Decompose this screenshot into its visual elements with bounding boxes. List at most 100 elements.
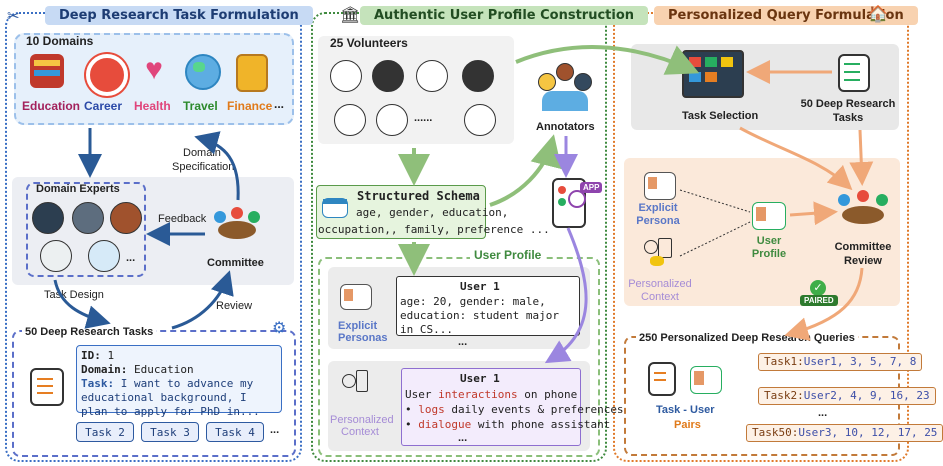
feedback-label: Feedback: [158, 213, 207, 225]
pair-clipboard-icon: [648, 362, 676, 396]
experts-box: [26, 182, 146, 277]
arrow-review: [171, 270, 234, 330]
annotators-label: Annotators: [536, 121, 595, 133]
books-icon: [30, 54, 64, 88]
middle-more: ...: [458, 336, 468, 348]
domain-travel: Travel: [183, 99, 218, 113]
user1-context-line: User interactions on phone: [405, 388, 578, 401]
context-bullet-1: • logs daily events & preferences: [405, 403, 624, 416]
expert-hiker-icon: [110, 202, 142, 234]
domain-career: Career: [84, 99, 123, 113]
pair-row-1: Task1:User1, 3, 5, 7, 8: [758, 353, 923, 371]
user1-context-title: User 1: [460, 372, 500, 385]
volunteer-5-icon: [334, 104, 366, 136]
volunteer-3-icon: [416, 60, 448, 92]
volunteer-7-icon: [464, 104, 496, 136]
experts-heading: Domain Experts: [36, 183, 120, 195]
user-profile-icon: [752, 202, 786, 230]
app-badge: APP: [580, 182, 603, 193]
pairs-label-1: Task - User: [656, 404, 715, 416]
task-3-button[interactable]: Task 3: [141, 422, 199, 442]
experts-more: ...: [126, 252, 136, 264]
user1-context-card: [401, 368, 581, 446]
user-profile-heading: User Profile: [470, 248, 546, 262]
persona-card-icon: [340, 284, 372, 310]
arrow-profile-to-committee: [789, 201, 838, 226]
schema-line-1: age, gender, education,: [356, 206, 509, 219]
deep-tasks-label: 50 Deep Research Tasks: [800, 98, 896, 124]
task-card-task: Task: I want to advance my educational b…: [81, 377, 260, 418]
task-card: [76, 345, 282, 413]
context-icon: [644, 238, 674, 268]
expert-graduate-icon: [32, 202, 64, 234]
explicit-persona-icon: [644, 172, 676, 200]
personalized-context-label: Personalized Context: [330, 414, 394, 438]
user-profile-box: [318, 257, 600, 457]
task-card-domain: Domain: Education: [81, 363, 194, 376]
personalized-context-label-right: Personalized Context: [628, 278, 692, 303]
volunteer-1-icon: [330, 60, 362, 92]
volunteers-heading: 25 Volunteers: [330, 36, 408, 50]
pair-user-icon: [690, 366, 722, 394]
volunteer-6-icon: [376, 104, 408, 136]
committee-icon: [214, 207, 260, 247]
arrow-committee-to-queries: [784, 267, 864, 341]
schema-title: Structured Schema: [357, 189, 480, 203]
expert-judge-icon: [40, 240, 72, 272]
domain-spec-label-2: Specification: [172, 161, 235, 173]
dotted-context-profile: [679, 221, 751, 257]
building-icon: 🏛: [340, 7, 361, 24]
target-briefcase-icon: [86, 54, 128, 96]
user-profile-label: User Profile: [751, 235, 787, 260]
globe-icon: [185, 54, 221, 90]
task-selection-label: Task Selection: [682, 110, 759, 122]
flow-arrows: [53, 45, 874, 364]
user1-profile-text: age: 20, gender: male, education: studen…: [400, 295, 559, 336]
tasks-heading: 50 Deep Research Tasks: [22, 326, 157, 338]
domain-education: Education: [22, 99, 81, 113]
task-more: ...: [270, 424, 280, 436]
arrow-task-design: [53, 279, 111, 329]
arrow-committee-spec: [194, 131, 240, 201]
user1-profile-card: [396, 276, 580, 336]
domain-finance: Finance: [227, 99, 273, 113]
task-2-button[interactable]: Task 2: [76, 422, 134, 442]
annotators-icon: [538, 63, 592, 113]
table-icon: [322, 198, 348, 218]
clipboard-icon: [30, 368, 64, 406]
volunteer-4-icon: [462, 60, 494, 92]
arrow-selection-to-committee: [739, 126, 853, 191]
domain-more: ...: [274, 97, 285, 111]
review-label: Review: [216, 300, 253, 312]
schema-line-2: occupation,, family, preference ...: [318, 223, 550, 236]
house-icon: 🏠: [868, 6, 888, 23]
heart-health-icon: ♥: [145, 53, 163, 86]
task-card-id: ID: 1: [81, 349, 115, 362]
committee-label: Committee: [207, 257, 264, 269]
committee-review-icon: [838, 190, 888, 230]
domains-heading: 10 Domains: [26, 34, 94, 48]
pair-row-2: Task2:User2, 4, 9, 16, 23: [758, 387, 936, 405]
coins-calculator-icon: [236, 54, 268, 92]
check-icon: ✓: [810, 280, 826, 296]
context-devices-icon: [342, 370, 374, 396]
tools-icon: ✂: [7, 8, 20, 25]
pairs-more: ...: [818, 407, 828, 419]
pair-row-3: Task50:User3, 10, 12, 17, 25: [746, 424, 943, 442]
user1-profile-title: User 1: [460, 280, 500, 293]
gears-icon: ⚙: [272, 320, 287, 337]
arrow-phone-to-context: [544, 227, 588, 364]
volunteer-2-icon: [372, 60, 404, 92]
pairs-label-2: Pairs: [674, 419, 701, 431]
expert-pilot-icon: [72, 202, 104, 234]
checklist-icon: [838, 54, 870, 92]
context-bullet-2: • dialogue with phone assistant: [405, 418, 611, 431]
right-panel-title: Personalized Query Formulation: [654, 6, 918, 25]
volunteers-more: ......: [414, 112, 433, 124]
arrow-deeptasks-to-committee: [849, 129, 874, 186]
explicit-persona-label: Explicit Persona: [636, 202, 680, 227]
dotted-persona-profile: [679, 189, 751, 213]
committee-review-label: Committee Review: [834, 241, 892, 267]
task-4-button[interactable]: Task 4: [206, 422, 264, 442]
expert-doctor-icon: [88, 240, 120, 272]
